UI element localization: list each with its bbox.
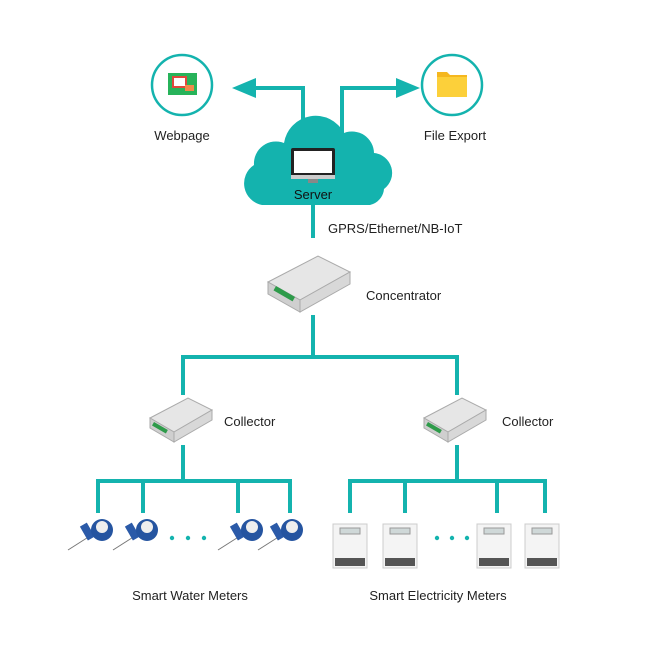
server-cloud: Server [244,115,393,205]
water-meter-icon [217,519,263,551]
concentrator-label: Concentrator [366,288,442,303]
water-meter-bus [96,445,292,513]
collector-right-label: Collector [502,414,554,429]
ellipsis-icon [434,535,470,541]
collector-right-device [422,397,488,443]
electricity-meters [332,523,560,569]
concentrator-bus [181,315,459,395]
electricity-meter-icon [382,523,418,569]
collector-left-label: Collector [224,414,276,429]
webpage-icon [168,73,197,95]
webpage-node: Webpage [150,53,214,143]
water-meters-label: Smart Water Meters [132,588,248,603]
electricity-meter-bus [348,445,547,513]
collector-left-device [148,397,214,443]
electricity-meters-label: Smart Electricity Meters [369,588,507,603]
electricity-meter-icon [332,523,368,569]
folder-icon [437,72,467,97]
link-label: GPRS/Ethernet/NB-IoT [328,221,462,236]
file-export-label: File Export [424,128,487,143]
arrow-to-file-export [340,86,400,140]
monitor-icon [291,148,335,183]
server-label: Server [294,187,333,202]
arrowhead-right-icon [396,78,420,98]
file-export-node: File Export [420,53,487,143]
electricity-meter-icon [524,523,560,569]
water-meters [67,519,303,551]
water-meter-icon [67,519,113,551]
water-meter-icon [257,519,303,551]
ellipsis-icon [169,535,207,541]
electricity-meter-icon [476,523,512,569]
water-meter-icon [112,519,158,551]
arrowhead-left-icon [232,78,256,98]
webpage-label: Webpage [154,128,209,143]
concentrator-device [266,255,352,313]
